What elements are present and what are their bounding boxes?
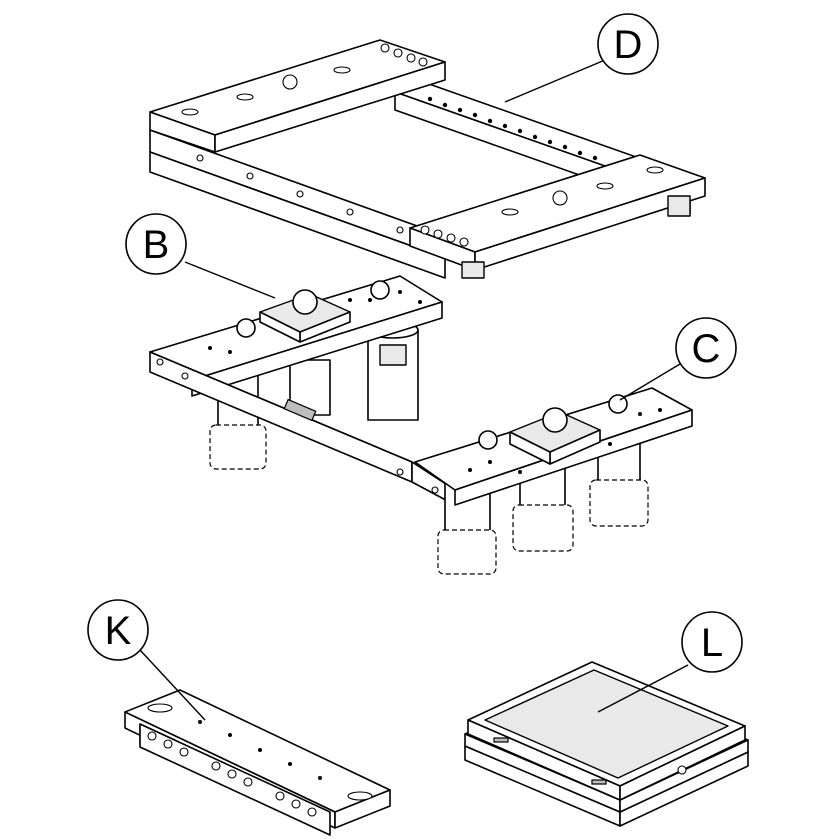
callout-circle-b [125,213,187,275]
callout-circle-l [681,611,743,673]
tray-stack-part-l [464,661,749,827]
lifting-frame-part-b-c [149,275,693,575]
plate-c-holes [468,408,662,474]
callout-label-k: K [105,609,132,653]
callout-circle-d [597,13,659,75]
plate-b-holes [208,290,422,354]
callout-label-d: D [614,23,643,67]
leader-c [619,363,681,401]
plate-slot-holes [181,43,428,116]
leader-k [139,649,206,721]
fixture-c [478,394,628,465]
leader-l [597,664,689,713]
callout-label-l: L [701,621,723,665]
callout-label-b: B [143,223,170,267]
fixture-b [236,280,390,343]
callouts: D B C K L [87,13,743,721]
callout-circle-c [675,317,737,379]
rail-hole-row [427,96,598,161]
plate-slot-holes-front [420,166,664,247]
frame-part-d [149,39,706,279]
leader-d [504,59,606,103]
rail-k-holes [147,720,322,817]
leader-b [184,261,276,299]
callout-label-c: C [692,327,721,371]
callout-circle-k [87,599,149,661]
clamp-rail-part-k [124,689,391,836]
